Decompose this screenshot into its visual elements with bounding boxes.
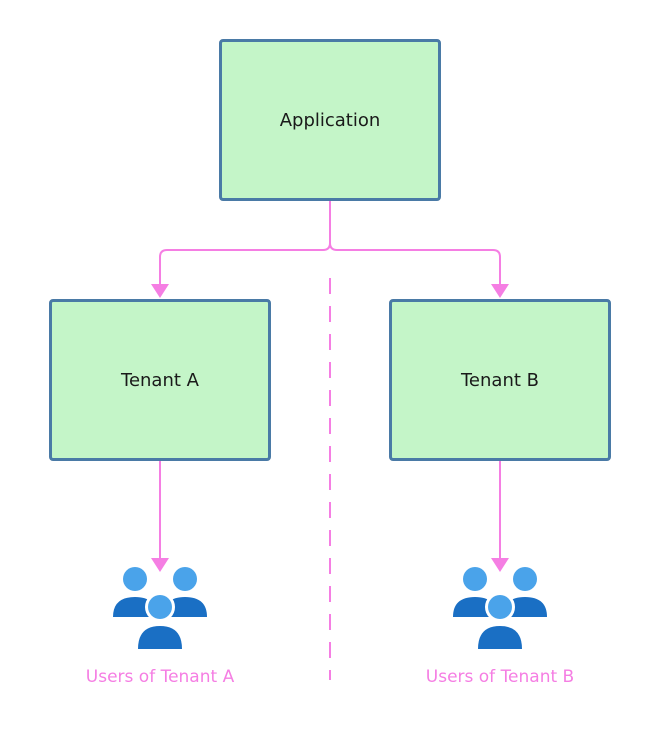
application-label: Application	[279, 109, 381, 131]
tenant-a-node: Tenant A	[49, 299, 271, 461]
application-node: Application	[219, 39, 441, 201]
users-tenant-b-label: Users of Tenant B	[425, 667, 575, 687]
users-tenant-a-label: Users of Tenant A	[85, 667, 235, 687]
arrowhead-tenant-b	[491, 284, 509, 298]
arrowhead-tenant-a	[151, 284, 169, 298]
connector-app-to-tenant-a	[159, 242, 331, 286]
users-group-icon	[453, 567, 547, 651]
connector-app-stem	[329, 201, 501, 286]
tenant-a-label: Tenant A	[121, 369, 199, 391]
arrowhead-users-b	[491, 558, 509, 572]
users-group-icon	[113, 567, 207, 651]
tenant-b-label: Tenant B	[461, 369, 539, 391]
arrowhead-users-a	[151, 558, 169, 572]
tenant-b-node: Tenant B	[389, 299, 611, 461]
